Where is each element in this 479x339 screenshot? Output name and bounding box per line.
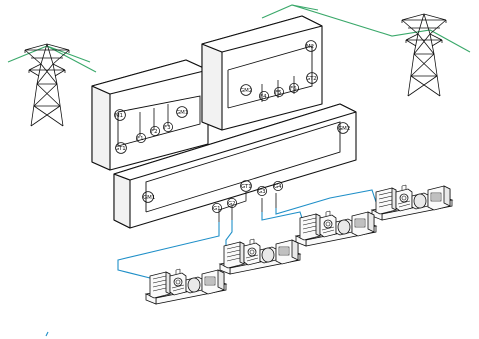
label-f4: F4 <box>260 94 267 100</box>
switchgear-top-right: GM2 F4 F5 F6 M2 GT2 <box>201 15 323 131</box>
overhead-grid-line <box>7 4 471 73</box>
label-g2: G2 <box>228 201 236 207</box>
generator-set-icon <box>219 238 301 275</box>
switchgear-bottom: GM1 GM2 GT1 G1 G2 G3 G4 <box>113 103 357 229</box>
cable-stub <box>45 331 49 337</box>
label-f3: F3 <box>164 125 171 131</box>
label-m2: M2 <box>306 44 314 50</box>
label-f5: F5 <box>275 90 282 96</box>
generator-set-icon <box>145 268 227 305</box>
transmission-tower-icon <box>401 13 447 97</box>
generator-set-icon <box>371 184 453 221</box>
label-g4: G4 <box>274 184 282 190</box>
label-g1: G1 <box>213 206 221 212</box>
generator-set-icon <box>295 210 377 247</box>
label-gt2: GT2 <box>306 76 317 82</box>
label-f2: F2 <box>151 129 158 135</box>
label-gm2-top: GM2 <box>240 88 252 94</box>
label-f6: F6 <box>290 86 297 92</box>
label-gm2-bottom: GM2 <box>338 126 350 132</box>
label-gt1-left: GT1 <box>115 146 126 152</box>
generator-feeders <box>117 189 377 279</box>
transmission-tower-icon <box>24 43 70 127</box>
label-g3: G3 <box>258 189 266 195</box>
label-f1: F1 <box>137 136 144 142</box>
label-gt1-bottom: GT1 <box>241 184 252 190</box>
label-gm1-bottom: GM1 <box>143 195 155 201</box>
label-gm1-left: GM1 <box>176 110 188 116</box>
label-m1: M1 <box>115 113 123 119</box>
